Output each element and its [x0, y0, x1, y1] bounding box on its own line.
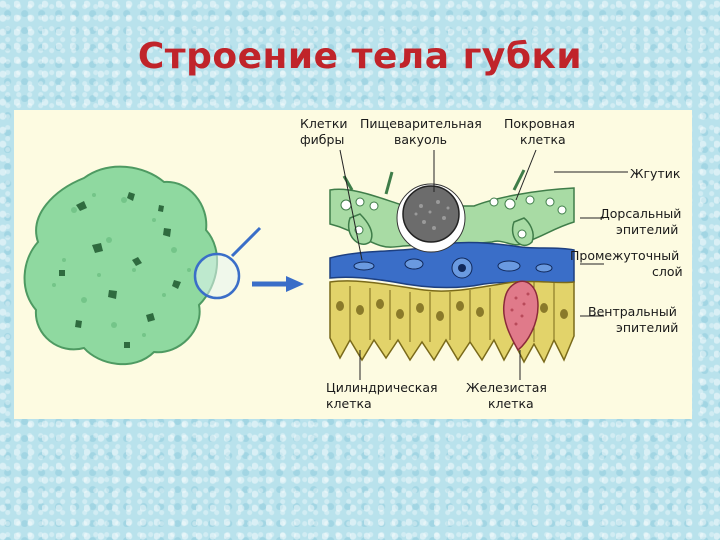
page-title: Строение тела губки	[137, 36, 583, 77]
label-fiber-cells: Клетки фибры	[300, 116, 352, 147]
label-intermediate-layer: Промежуточный слой	[570, 248, 683, 279]
ventral-epithelium	[329, 280, 575, 364]
label-dorsal-epithelium: Дорсальный эпителий	[600, 206, 685, 237]
label-flagellum: Жгутик	[630, 166, 681, 181]
sponge-body	[23, 165, 219, 366]
leader-lines	[339, 149, 628, 380]
diagram-panel: Клетки фибры Пищеварительная вакуоль Пок…	[14, 110, 692, 419]
magnifier-icon	[193, 226, 262, 300]
intermediate-layer	[329, 241, 575, 289]
sponge-diagram: Клетки фибры Пищеварительная вакуоль Пок…	[23, 116, 685, 411]
label-ventral-epithelium: Вентральный эпителий	[588, 304, 681, 335]
label-cylindrical-cell: Цилиндрическая клетка	[326, 380, 441, 411]
label-glandular-cell: Железистая клетка	[466, 380, 551, 411]
label-digestive-vacuole: Пищеварительная вакуоль	[360, 116, 486, 147]
arrow-icon	[252, 276, 304, 292]
glandular-cell	[502, 280, 539, 352]
label-cover-cell: Покровная клетка	[504, 116, 579, 147]
digestive-vacuole	[396, 183, 466, 253]
